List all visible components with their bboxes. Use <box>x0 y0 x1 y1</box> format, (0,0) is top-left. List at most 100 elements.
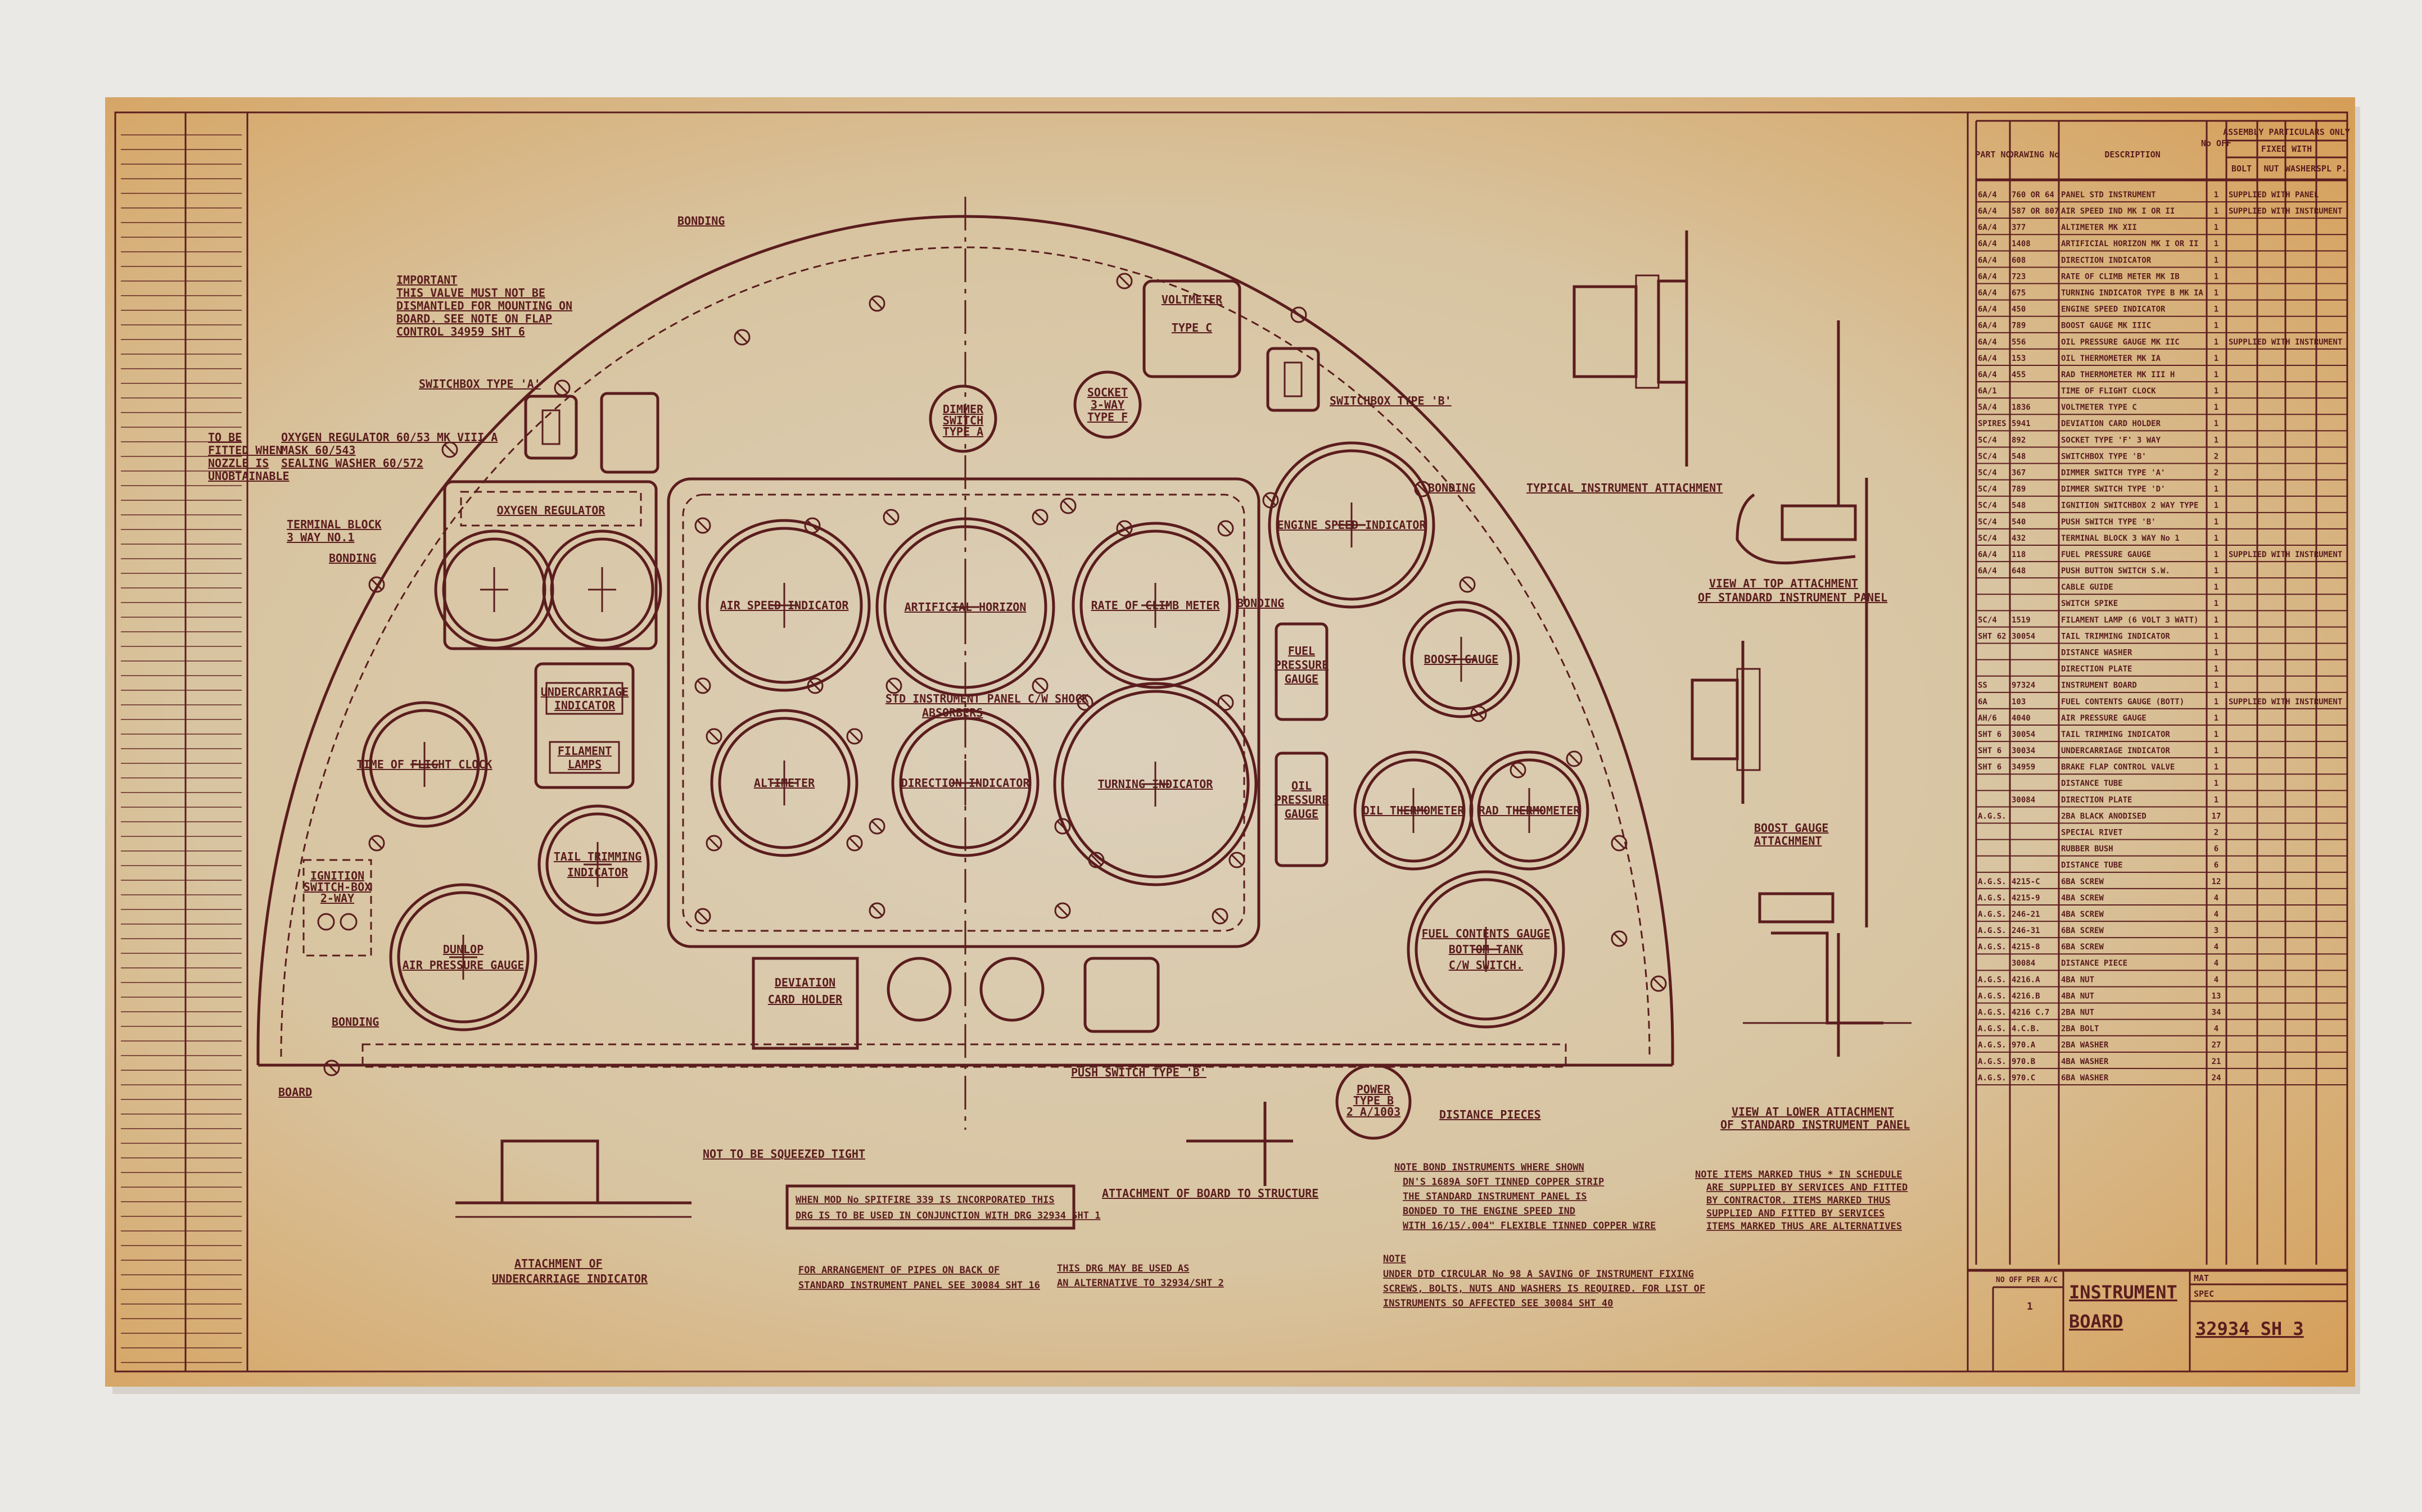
drawing-annotation: THIS VALVE MUST NOT BE <box>396 286 545 300</box>
drawing-annotation: IMPORTANT <box>396 273 457 287</box>
quantity: 1 <box>2214 288 2218 297</box>
voltmeter-label-1: VOLTMETER <box>1162 293 1223 306</box>
part-description: INSTRUMENT BOARD <box>2061 681 2137 690</box>
quantity: 1 <box>2214 305 2218 314</box>
quantity: 1 <box>2214 223 2218 232</box>
quantity: 1 <box>2214 779 2218 788</box>
quantity: 27 <box>2212 1041 2221 1050</box>
air-speed-indicator-label: AIR SPEED INDICATOR <box>720 599 849 612</box>
part-number: SHT 6 <box>1978 746 2001 755</box>
ignition-label-1: IGNITION <box>310 869 364 882</box>
part-description: FILAMENT LAMP (6 VOLT 3 WATT) <box>2061 615 2198 624</box>
part-number: 5C/4 <box>1978 501 1997 510</box>
part-number: 6A/4 <box>1978 272 1997 281</box>
screw-icon <box>885 677 902 694</box>
part-description: 6BA SCREW <box>2061 943 2104 952</box>
screw-icon <box>1566 750 1583 767</box>
drawing-annotation: UNDERCARRIAGE INDICATOR <box>492 1272 648 1285</box>
fuel-pressure-gauge <box>1275 622 1329 721</box>
drawing-annotation: UNOBTAINABLE <box>208 469 290 483</box>
part-number: 6A <box>1978 698 1987 707</box>
quantity: 1 <box>2214 403 2218 412</box>
part-number: 5C/4 <box>1978 518 1997 527</box>
drawing-number-cell: 789 <box>2012 322 2026 331</box>
drawing-annotation: BONDING <box>1237 596 1284 610</box>
part-description: TAIL TRIMMING INDICATOR <box>2061 730 2170 739</box>
part-description: PUSH SWITCH TYPE 'B' <box>2061 518 2156 527</box>
part-description: SPECIAL RIVET <box>2061 828 2123 837</box>
filament-lamps-box <box>549 741 620 774</box>
drawing-number-cell: 1408 <box>2012 239 2031 248</box>
drawing-title-line-2: BOARD <box>2069 1311 2123 1332</box>
quantity: 1 <box>2214 436 2218 445</box>
part-description: FUEL PRESSURE GAUGE <box>2061 550 2151 559</box>
quantity: 1 <box>2214 501 2218 510</box>
drawing-annotation: NOT TO BE SQUEEZED TIGHT <box>703 1147 865 1161</box>
screw-icon <box>1611 835 1628 852</box>
oxygen-regulator-label-box <box>460 491 642 527</box>
drawing-note: STANDARD INSTRUMENT PANEL SEE 30084 SHT … <box>798 1280 1040 1291</box>
drawing-note: BONDED TO THE ENGINE SPEED IND <box>1403 1206 1575 1217</box>
drawing-annotation: BOARD <box>278 1085 312 1099</box>
parts-list-header-no-off: No OFF <box>2201 138 2231 148</box>
quantity: 2 <box>2214 452 2218 461</box>
drawing-number-cell: 377 <box>2012 223 2026 232</box>
dunlop-air-pressure-gauge-label: AIR PRESSURE GAUGE <box>403 958 525 972</box>
part-description: DIRECTION INDICATOR <box>2061 256 2152 265</box>
part-number: 5C/4 <box>1978 534 1997 543</box>
screw-icon <box>1510 762 1526 778</box>
parts-list-header-description: DESCRIPTION <box>2104 150 2160 160</box>
quantity: 1 <box>2214 207 2218 216</box>
screw-icon <box>804 517 821 534</box>
brake-valve <box>600 392 659 474</box>
drawing-number-cell: 432 <box>2012 534 2026 543</box>
altimeter-label: ALTIMETER <box>754 776 815 790</box>
quantity: 1 <box>2214 550 2218 559</box>
part-description: ALTIMETER MK XII <box>2061 223 2137 232</box>
screw-icon <box>1290 306 1307 323</box>
parts-list-header-fixed-with: FIXED WITH <box>2261 144 2312 154</box>
part-number: 6A/4 <box>1978 288 1997 297</box>
drawing-number-cell: 1519 <box>2012 615 2031 624</box>
part-number: 5C/4 <box>1978 468 1997 477</box>
drawing-annotation: CONTROL 34959 SHT 6 <box>396 325 525 338</box>
part-description: IGNITION SWITCHBOX 2 WAY TYPE <box>2061 501 2198 510</box>
part-description: PUSH BUTTON SWITCH S.W. <box>2061 567 2170 576</box>
altimeter: ALTIMETER <box>710 709 858 857</box>
drawing-annotation: VIEW AT TOP ATTACHMENT <box>1709 577 1858 590</box>
oil-pressure-label-2: PRESSURE <box>1275 793 1329 807</box>
drawing-annotation: BOOST GAUGE <box>1754 821 1828 835</box>
screw-icon <box>1077 694 1093 711</box>
screw-icon <box>1650 975 1667 992</box>
quantity: 3 <box>2214 926 2218 935</box>
part-description: CABLE GUIDE <box>2061 583 2113 592</box>
oxygen-regulator <box>443 480 658 650</box>
part-number: 6A/4 <box>1978 305 1997 314</box>
oil-pressure-label-1: OIL <box>1291 779 1312 793</box>
fuel-pressure-label-3: GAUGE <box>1285 672 1318 686</box>
drawing-note: DRG IS TO BE USED IN CONJUNCTION WITH DR… <box>796 1210 1100 1221</box>
quantity: 1 <box>2214 730 2218 739</box>
part-description: PANEL STD INSTRUMENT <box>2061 191 2156 200</box>
oxygen-regulator-label: OXYGEN REGULATOR <box>497 504 606 517</box>
socket-3-way <box>1073 370 1142 439</box>
drawing-number-cell: 970.B <box>2012 1057 2035 1066</box>
screw-icon <box>1116 273 1133 289</box>
undercarriage-label-box <box>545 682 623 715</box>
drawing-annotation: ATTACHMENT <box>1754 834 1822 848</box>
part-number: A.G.S. <box>1978 926 2007 935</box>
screw-icon <box>846 728 863 745</box>
parts-list-header-part-no: PART NO <box>1975 150 2010 160</box>
